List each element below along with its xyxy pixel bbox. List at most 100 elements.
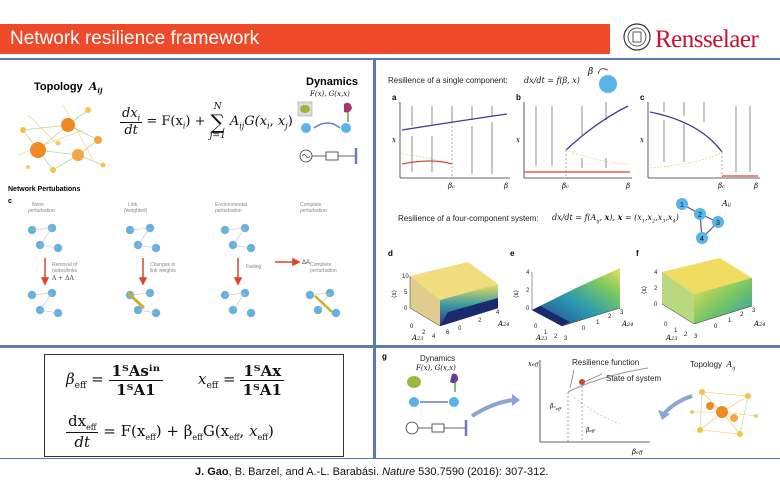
svg-text:Complete: Complete [310, 262, 332, 268]
panel-c-letter: c [8, 198, 12, 205]
svg-text:x: x [516, 136, 520, 144]
svg-text:3: 3 [716, 220, 720, 227]
svg-text:βc: βc [447, 182, 455, 190]
four-component-label: Resilience of a four-component system: [398, 214, 539, 223]
g-dynamics-illustration [405, 373, 468, 436]
beta-eff-axis-label: βeff [631, 448, 644, 456]
svg-text:βc: βc [717, 182, 725, 190]
panel-e-letter: e [510, 249, 515, 258]
svg-text:⟨x⟩: ⟨x⟩ [391, 290, 398, 298]
svg-text:Complete: Complete [300, 202, 322, 208]
svg-text:4: 4 [496, 310, 500, 316]
svg-text:A24: A24 [753, 320, 765, 328]
svg-text:Fading: Fading [246, 264, 262, 270]
network-perturbations-label: Network Pertubations [8, 186, 81, 193]
svg-text:2: 2 [698, 212, 702, 219]
svg-text:0: 0 [534, 324, 538, 330]
svg-text:nodes/links: nodes/links [52, 268, 78, 274]
state-of-system-label: State of system [606, 374, 662, 383]
svg-text:perturbation: perturbation [300, 208, 327, 214]
svg-text:2: 2 [740, 312, 744, 318]
dynamics-label: Dynamics [306, 76, 358, 88]
panel-b-plot: b x βc β [516, 93, 632, 190]
svg-text:⟨x⟩: ⟨x⟩ [641, 286, 648, 294]
svg-text:2: 2 [422, 330, 426, 336]
svg-text:3: 3 [564, 336, 568, 342]
topology-network [17, 104, 106, 173]
svg-text:A23: A23 [411, 334, 423, 342]
svg-text:6: 6 [446, 330, 450, 336]
beta-node-icon: β [587, 67, 617, 93]
svg-text:1: 1 [674, 328, 678, 334]
svg-text:β: β [587, 67, 593, 77]
svg-text:1: 1 [680, 202, 684, 209]
svg-text:3: 3 [752, 308, 756, 314]
g-topology-label: Topology Aij [690, 360, 736, 372]
g-arrow-left [470, 394, 520, 418]
x-eff-axis-label: xeff [528, 360, 540, 368]
frame-bottom [0, 458, 780, 459]
svg-text:A24: A24 [497, 320, 509, 328]
svg-text:Link: Link [128, 202, 138, 208]
frame-horizontal [0, 345, 780, 348]
rensselaer-seal-icon [623, 23, 651, 51]
svg-text:4: 4 [654, 270, 658, 276]
svg-text:4: 4 [700, 236, 704, 243]
dynamics-illustration [297, 101, 358, 164]
svg-text:βeff: βeff [585, 427, 596, 434]
logo-rensselaer: Rensselaer [655, 26, 759, 53]
svg-text:0: 0 [404, 306, 408, 312]
g-arrow-right [658, 394, 693, 420]
svg-text:2: 2 [478, 318, 482, 324]
svg-text:None: None [32, 202, 44, 208]
svg-text:β: β [503, 182, 508, 190]
svg-text:4: 4 [526, 270, 530, 276]
panel-a-plot: a x βc β [392, 93, 510, 190]
svg-text:βceff: βceff [549, 403, 562, 411]
svg-text:1: 1 [728, 318, 732, 324]
four-component-eq: dx/dt = f(Aij, x), x = (x1,x2,x3,x4) [552, 212, 679, 225]
effective-dynamics-equation: dxeff dt = F(xeff) + βeffG(xeff, xeff) [66, 412, 274, 451]
svg-text:A24: A24 [621, 320, 633, 328]
svg-text:5: 5 [404, 290, 408, 296]
svg-text:3: 3 [620, 310, 624, 316]
svg-text:Aij: Aij [721, 199, 731, 208]
frame-top [0, 58, 780, 60]
svg-text:2: 2 [684, 332, 688, 338]
panel-a-letter: a [392, 93, 397, 102]
svg-text:2: 2 [608, 314, 612, 320]
citation: J. Gao, B. Barzel, and A.-L. Barabási. N… [195, 466, 549, 478]
svg-text:β: β [625, 182, 630, 190]
svg-text:0: 0 [458, 326, 462, 332]
svg-text:2: 2 [526, 288, 530, 294]
single-component-eq: dx/dt = f(β, x) [524, 76, 580, 85]
panel-c-letter: c [640, 93, 645, 102]
svg-text:1: 1 [544, 330, 548, 336]
svg-text:link weights: link weights [150, 268, 176, 274]
frame-vertical [373, 58, 376, 459]
resilience-function-plot: xeff βeff βceff βeff [528, 360, 650, 456]
svg-text:2: 2 [554, 334, 558, 340]
dynamics-formula: F(x), G(x,x) [310, 90, 350, 98]
svg-text:10: 10 [402, 274, 409, 280]
panel-f-letter: f [636, 249, 639, 258]
svg-text:perturbation: perturbation [28, 208, 55, 214]
svg-text:2: 2 [654, 286, 658, 292]
svg-text:0: 0 [410, 324, 414, 330]
panel-c-plot: c x βc β [640, 93, 760, 190]
svg-text:1: 1 [596, 320, 600, 326]
resilience-function-label: Resilience function [572, 358, 640, 367]
g-dynamics-formula: F(x), G(x,x) [416, 364, 456, 372]
svg-text:0: 0 [582, 326, 586, 332]
svg-text:Changes in: Changes in [150, 262, 176, 268]
single-component-label: Resilience of a single component: [388, 76, 508, 85]
main-equation: dxi dt = F(xi) + N ∑ j=1 AijG(xi, xj) [120, 102, 293, 141]
svg-text:β: β [753, 182, 758, 190]
panel-g-letter: g [382, 352, 387, 361]
g-topology-network [690, 389, 758, 437]
effective-equations-box [44, 354, 344, 457]
